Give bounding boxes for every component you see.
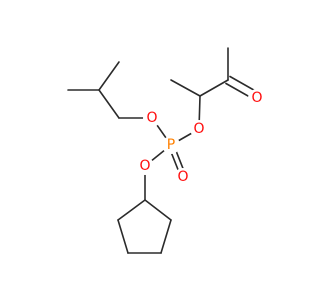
- bond: [98, 89, 120, 119]
- bond: [199, 79, 229, 97]
- bond: [144, 199, 172, 221]
- oxygen-atom-label: O: [174, 168, 192, 186]
- atom-label-text: O: [177, 169, 188, 185]
- bond: [117, 219, 129, 254]
- atom-label-layer: O O O P O O: [136, 89, 266, 186]
- atom-label-text: O: [146, 110, 157, 126]
- bond: [98, 61, 120, 91]
- atom-label-text: O: [251, 90, 262, 106]
- atom-label-text: O: [193, 121, 204, 137]
- oxygen-atom-label: O: [136, 157, 154, 175]
- oxygen-atom-label: O: [190, 120, 208, 138]
- phosphorus-atom-label: P: [162, 136, 180, 154]
- bond: [170, 79, 201, 97]
- molecule-structure-diagram: O O O P O O: [67, 47, 266, 254]
- atom-label-text: P: [167, 137, 175, 153]
- bond: [160, 219, 172, 254]
- atom-label-text: O: [139, 158, 150, 174]
- bond: [117, 199, 146, 221]
- oxygen-atom-label: O: [248, 89, 266, 107]
- oxygen-atom-label: O: [143, 109, 161, 127]
